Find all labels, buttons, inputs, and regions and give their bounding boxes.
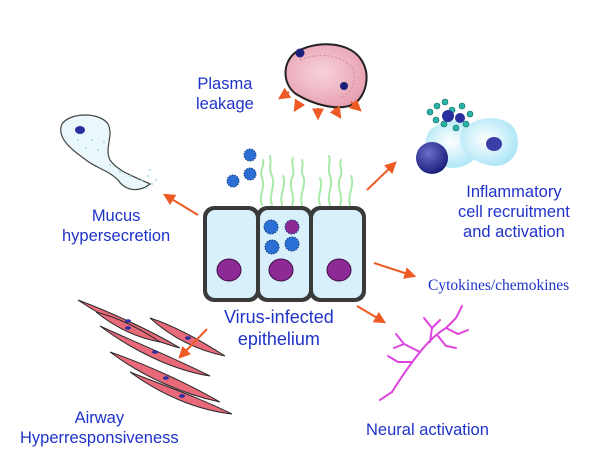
- cilia-icon: [259, 155, 354, 206]
- plasma-cell-icon: [278, 43, 368, 121]
- epithelial-cell-icon: [203, 206, 366, 302]
- goblet-cell-icon: [60, 114, 157, 191]
- label-neural-activation: Neural activation: [366, 421, 489, 439]
- smooth-muscle-icon: [77, 299, 233, 415]
- neuron-icon: [379, 305, 469, 401]
- inflammatory-cells-icon: [416, 98, 518, 174]
- label-airway-hyperresponsiveness: Airway Hyperresponsiveness: [20, 409, 179, 447]
- arrows: [162, 161, 417, 359]
- virus-particle-icon: [226, 148, 257, 188]
- label-inflammatory: Inflammatory cell recruitment and activa…: [458, 183, 570, 241]
- label-cytokines: Cytokines/chemokines: [428, 277, 570, 294]
- label-plasma-leakage: Plasma leakage: [196, 75, 254, 113]
- label-mucus-hypersecretion: Mucus hypersecretion: [62, 207, 171, 245]
- label-virus-infected-epithelium: Virus-infected epithelium: [224, 307, 334, 349]
